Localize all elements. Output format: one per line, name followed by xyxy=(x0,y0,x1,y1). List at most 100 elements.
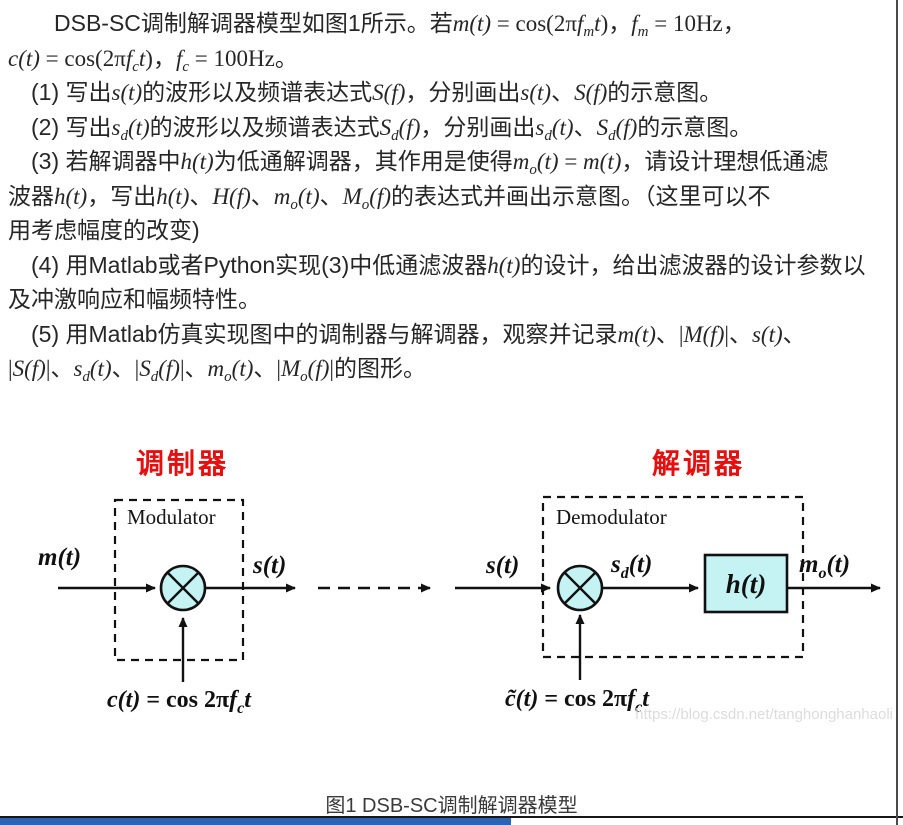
text-segment: (1) 写出 xyxy=(8,79,112,105)
bottom-rule xyxy=(0,816,903,818)
text-segment: m xyxy=(637,24,649,40)
problem-statement: DSB-SC调制解调器模型如图1所示。若m(t) = cos(2πfmt)，fm… xyxy=(8,6,892,386)
text-segment: S(f) xyxy=(574,80,608,105)
text-segment: 、 xyxy=(782,320,806,347)
text-segment: 为低通解调器，其作用是使得 xyxy=(213,148,513,174)
text-segment: t xyxy=(594,11,601,36)
filter-block xyxy=(703,553,789,614)
text-segment: 、 xyxy=(655,320,679,347)
text-segment: ，请设计理想低通滤 xyxy=(621,148,829,174)
text-segment: | xyxy=(134,356,140,381)
text-segment: ) xyxy=(145,45,153,71)
text-segment: ，分别画出 xyxy=(420,113,536,140)
multiplier-modulator xyxy=(159,564,207,612)
demodulator-dashed-box xyxy=(541,495,805,659)
text-segment: 及冲激响应和幅频特性。 xyxy=(8,286,261,312)
text-segment: = xyxy=(558,149,584,174)
label-st-right: s(t) xyxy=(485,552,519,579)
text-segment: 、 xyxy=(573,113,597,140)
text-segment: S xyxy=(139,356,151,381)
text-segment: (4) 用Matlab或者Python实现(3)中低通滤波器 xyxy=(8,251,488,278)
text-segment: f xyxy=(125,45,133,71)
text-segment: 的示意图。 xyxy=(637,113,753,140)
text-segment: 的表达式并画出示意图。（这里可以不 xyxy=(391,182,771,209)
text-segment: (t) xyxy=(297,183,320,209)
modulator-dashed-box xyxy=(113,498,245,662)
text-segment: ，分别画出 xyxy=(405,79,521,105)
text-segment: ， xyxy=(152,44,176,71)
text-segment: (f) xyxy=(369,183,391,209)
text-segment: 、 xyxy=(111,355,135,381)
text-segment: (t) xyxy=(536,149,559,174)
text-segment: ，写出 xyxy=(87,182,157,209)
carrier-equation-2: c̃(t) = cos 2πfct xyxy=(505,686,650,716)
text-segment: 、 xyxy=(189,182,213,209)
text-segment: | xyxy=(8,356,13,381)
text-segment: (5) 用Matlab仿真实现图中的调制器与解调器，观察并记录 xyxy=(8,320,618,347)
text-segment: 的图形。 xyxy=(334,355,426,381)
problem-line: 用考虑幅度的改变) xyxy=(8,213,892,248)
text-segment: | xyxy=(724,321,729,347)
text-segment: S xyxy=(379,114,392,140)
text-segment: m xyxy=(207,356,225,381)
problem-line: (3) 若解调器中h(t)为低通解调器，其作用是使得mo(t) = m(t)，请… xyxy=(8,144,892,179)
problem-line: 波器h(t)，写出h(t)、H(f)、mo(t)、Mo(f)的表达式并画出示意图… xyxy=(8,179,892,214)
block-diagram: Modulator Demodulator m(t) s(t) s(t) sd(… xyxy=(38,495,893,723)
text-segment: 波器 xyxy=(8,182,54,209)
problem-line: (1) 写出s(t)的波形以及频谱表达式S(f)，分别画出s(t)、S(f)的示… xyxy=(8,75,892,110)
problem-line: 及冲激响应和幅频特性。 xyxy=(8,282,892,317)
text-segment: t xyxy=(138,45,146,71)
text-segment: 、 xyxy=(184,355,208,381)
text-segment: h(t) xyxy=(54,183,88,209)
multiplier-demodulator xyxy=(556,564,604,612)
text-segment: | xyxy=(329,356,334,381)
signal-arrows xyxy=(58,583,881,682)
text-segment: S(f) xyxy=(12,356,46,381)
text-segment: o xyxy=(529,162,537,178)
text-segment: M xyxy=(281,356,301,381)
modulator-box-label: Modulator xyxy=(127,505,216,529)
text-segment: 。 xyxy=(274,44,298,71)
text-segment: m xyxy=(512,149,530,174)
figure-caption: 图1 DSB-SC调制解调器模型 xyxy=(325,795,578,817)
text-segment: DSB-SC调制解调器模型如图1所示。若 xyxy=(8,10,453,36)
text-segment: (f) xyxy=(398,114,421,140)
text-segment: 的波形以及频谱表达式 xyxy=(149,113,380,140)
text-segment: (f) xyxy=(307,356,330,381)
text-segment: s xyxy=(535,114,545,140)
carrier-equation-1: c(t) = cos 2πfct xyxy=(107,687,252,717)
text-segment: (t) xyxy=(551,114,574,140)
text-segment: c xyxy=(182,58,190,75)
text-segment: 、 xyxy=(250,182,274,209)
problem-line: (5) 用Matlab仿真实现图中的调制器与解调器，观察并记录m(t)、|M(f… xyxy=(8,317,892,352)
right-border-line xyxy=(896,0,898,825)
text-segment: 的波形以及频谱表达式 xyxy=(142,79,373,105)
text-segment: 、 xyxy=(50,355,74,381)
text-segment: o xyxy=(224,369,232,385)
text-segment: (2) 写出 xyxy=(8,113,112,140)
text-segment: o xyxy=(361,196,370,213)
text-segment: 的设计，给出滤波器的设计参数以 xyxy=(520,251,866,278)
text-segment: = cos(2π xyxy=(491,11,577,36)
label-mot: mo(t) xyxy=(799,551,850,582)
label-st-left: s(t) xyxy=(252,552,286,579)
text-segment: (t) xyxy=(89,356,112,381)
label-sdt: sd(t) xyxy=(610,551,652,582)
text-segment: ) xyxy=(600,11,609,36)
text-segment: ， xyxy=(608,10,632,36)
text-segment: h(t) xyxy=(180,149,214,174)
text-segment: m xyxy=(273,183,291,209)
problem-line: |S(f)|、sd(t)、|Sd(f)|、mo(t)、|Mo(f)|的图形。 xyxy=(8,351,892,386)
text-segment: h(t) xyxy=(487,252,521,278)
text-segment: 、 xyxy=(551,79,575,105)
text-segment: d xyxy=(120,127,128,144)
text-segment: c xyxy=(132,58,139,75)
text-segment: d xyxy=(82,369,90,385)
text-segment: h(t) xyxy=(156,183,190,209)
text-segment: (f) xyxy=(158,356,180,381)
text-segment: M xyxy=(342,183,362,209)
text-segment: = cos(2π xyxy=(39,45,126,71)
text-segment: = 100Hz xyxy=(189,45,275,71)
bottom-blue-bar xyxy=(0,818,511,825)
